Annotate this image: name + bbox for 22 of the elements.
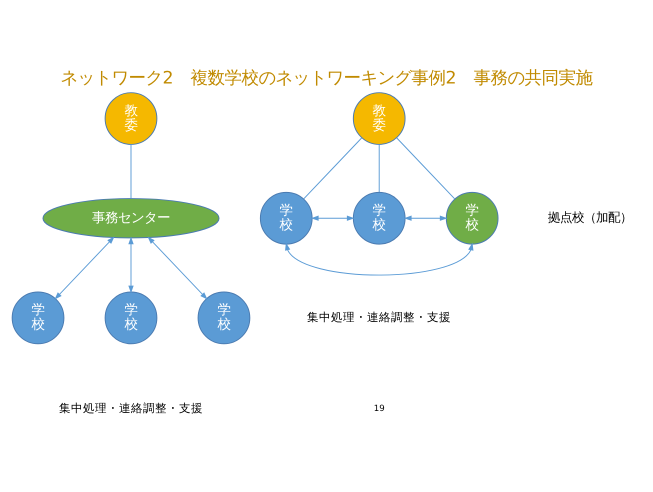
connector [378,144,380,193]
connector [396,137,456,200]
node-circle: 学校 [352,192,406,245]
arrow [54,236,115,300]
node-circle: 教委 [104,92,158,145]
node-circle: 学校 [260,192,313,245]
label: 集中処理・連絡調整・支援 [307,310,452,324]
node-circle: 学校 [446,192,499,245]
node-label: 拠点校（加配） [548,209,632,224]
label: 19 [374,404,385,414]
connector [303,137,362,200]
arrow [147,236,208,300]
node-circle: 学校 [104,292,158,344]
arrow [404,216,448,221]
arrow [310,216,355,221]
arrow [285,242,474,276]
diagram-title: ネットワーク2 複数学校のネットワーキング事例2 事務の共同実施 [60,68,592,88]
arrow [128,236,134,294]
label: 集中処理・連絡調整・支援 [59,400,203,415]
node-circle: 教委 [352,92,406,145]
connector [130,144,132,200]
node-ellipse: 事務センター [42,198,220,238]
